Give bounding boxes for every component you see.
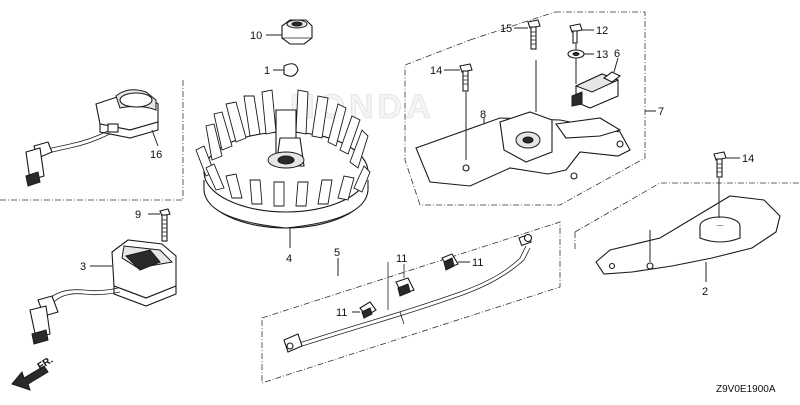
bolt-14-right (713, 151, 727, 178)
callout-10: 10 (250, 30, 262, 42)
washer-13 (567, 49, 585, 59)
clip-11-c (441, 253, 459, 271)
bolt-14-upper (459, 63, 473, 92)
callout-5: 5 (334, 247, 340, 259)
callout-4: 4 (286, 253, 292, 265)
callout-13: 13 (596, 49, 608, 61)
callout-8: 8 (480, 109, 486, 121)
stop-switch-6 (571, 71, 622, 109)
callout-9: 9 (135, 209, 141, 221)
screw-12 (569, 23, 583, 44)
group-box-ignition-16 (0, 80, 184, 201)
callout-3: 3 (80, 261, 86, 273)
flywheel-nut-10 (281, 19, 313, 45)
callout-15: 15 (500, 23, 512, 35)
callout-11-c: 11 (472, 257, 483, 269)
callout-11-b: 11 (396, 253, 407, 265)
callout-7: 7 (658, 106, 664, 118)
callout-11-a: 11 (336, 307, 347, 319)
callout-12: 12 (596, 25, 608, 37)
front-direction-arrow: FR. (11, 355, 55, 391)
callout-16: 16 (150, 149, 162, 161)
clip-11-a (359, 301, 377, 319)
clip-11-b (395, 277, 415, 297)
wire-harness-5 (283, 233, 533, 353)
woodruff-key-1 (283, 63, 299, 77)
flywheel-4 (195, 89, 371, 229)
callout-2: 2 (702, 286, 708, 298)
group-box-wire-5 (261, 221, 561, 384)
stop-bracket-7 (415, 111, 631, 187)
ignition-coil-lower (29, 239, 177, 345)
diagram-code: Z9V0E1900A (716, 384, 776, 395)
callout-14-upper: 14 (430, 65, 442, 77)
callout-1: 1 (264, 65, 270, 77)
group-box-stop-switch-7 (404, 11, 646, 206)
callout-6: 6 (614, 48, 620, 60)
ignition-coil-upper (25, 89, 159, 187)
plate-2 (595, 195, 781, 275)
bolt-15 (527, 19, 541, 50)
watermark-text: HONDA (290, 88, 435, 126)
group-box-plate-2 (574, 182, 800, 250)
callout-14-right: 14 (742, 153, 754, 165)
bolt-9 (159, 208, 171, 242)
